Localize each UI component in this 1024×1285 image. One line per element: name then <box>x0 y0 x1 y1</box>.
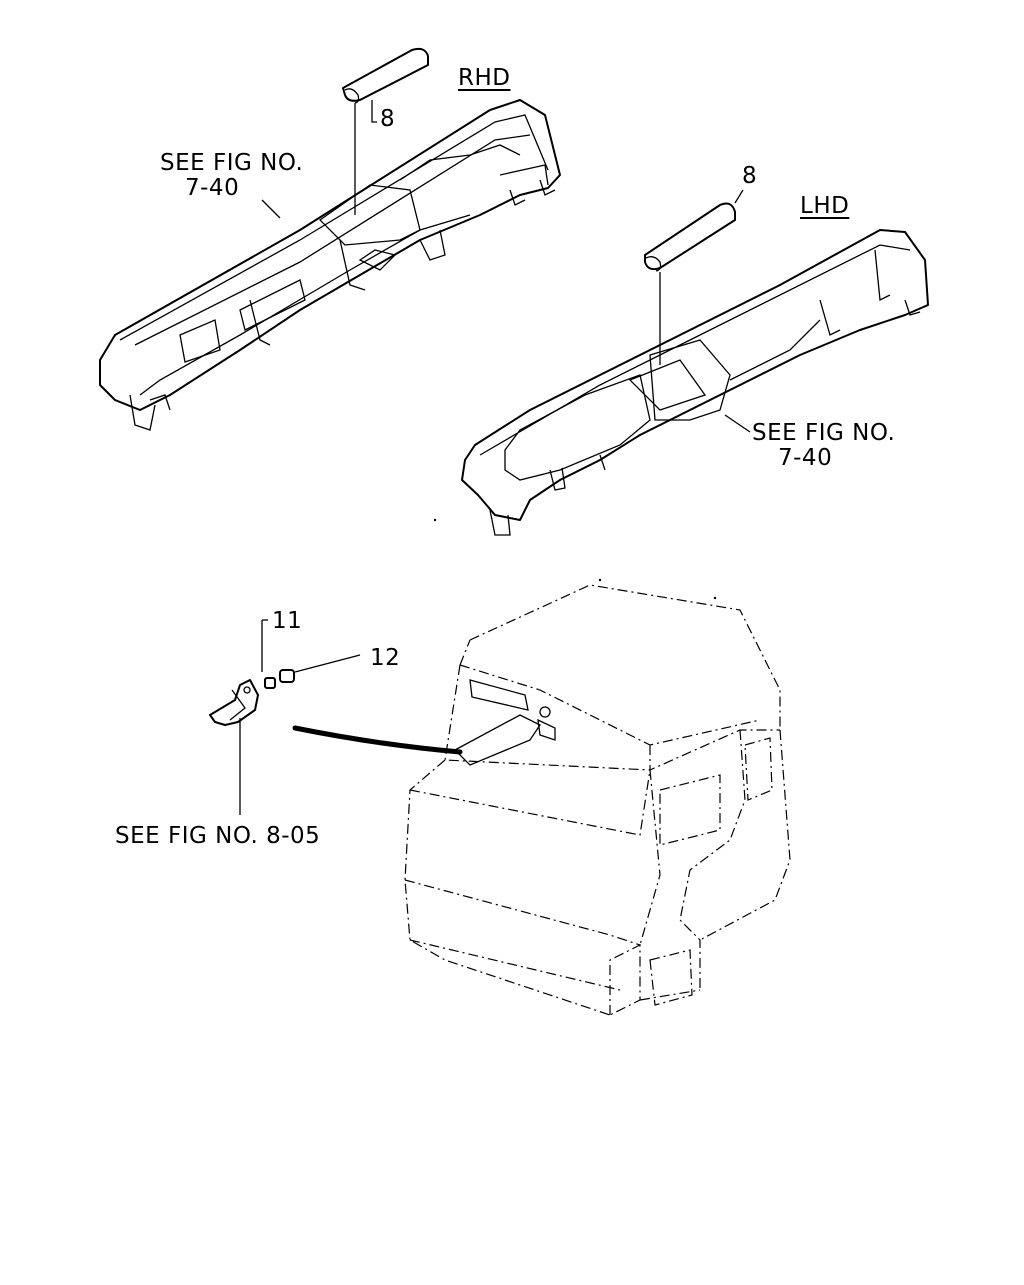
lhd-see-fig-line2: 7-40 <box>778 445 833 471</box>
rhd-part-8 <box>342 47 429 215</box>
lhd-part-8-label: 8 <box>742 163 758 189</box>
part-11-label: 11 <box>272 608 303 634</box>
part-12-leader <box>294 654 361 673</box>
release-cable <box>292 725 463 755</box>
rhd-part-8-label: 8 <box>380 106 396 132</box>
rhd-see-fig-line1: SEE FIG NO. <box>160 150 304 176</box>
rhd-see-leader <box>261 199 281 219</box>
part-12-label: 12 <box>370 645 401 671</box>
rhd-see-fig-line2: 7-40 <box>185 175 240 201</box>
hood-latch-lever <box>209 679 259 726</box>
lhd-see-fig-line1: SEE FIG NO. <box>752 420 896 446</box>
lhd-label: LHD <box>800 193 850 219</box>
cab-see-fig-label: SEE FIG NO. 8-05 <box>115 823 321 849</box>
part-11-knob <box>264 677 276 689</box>
lhd-see-leader <box>724 414 751 433</box>
lhd-dashboard <box>461 229 929 536</box>
part-12-knob <box>279 669 295 683</box>
rhd-dashboard <box>99 99 561 431</box>
truck-cab <box>404 584 791 1016</box>
rhd-label: RHD <box>458 65 511 91</box>
lhd-part-8 <box>644 189 744 365</box>
